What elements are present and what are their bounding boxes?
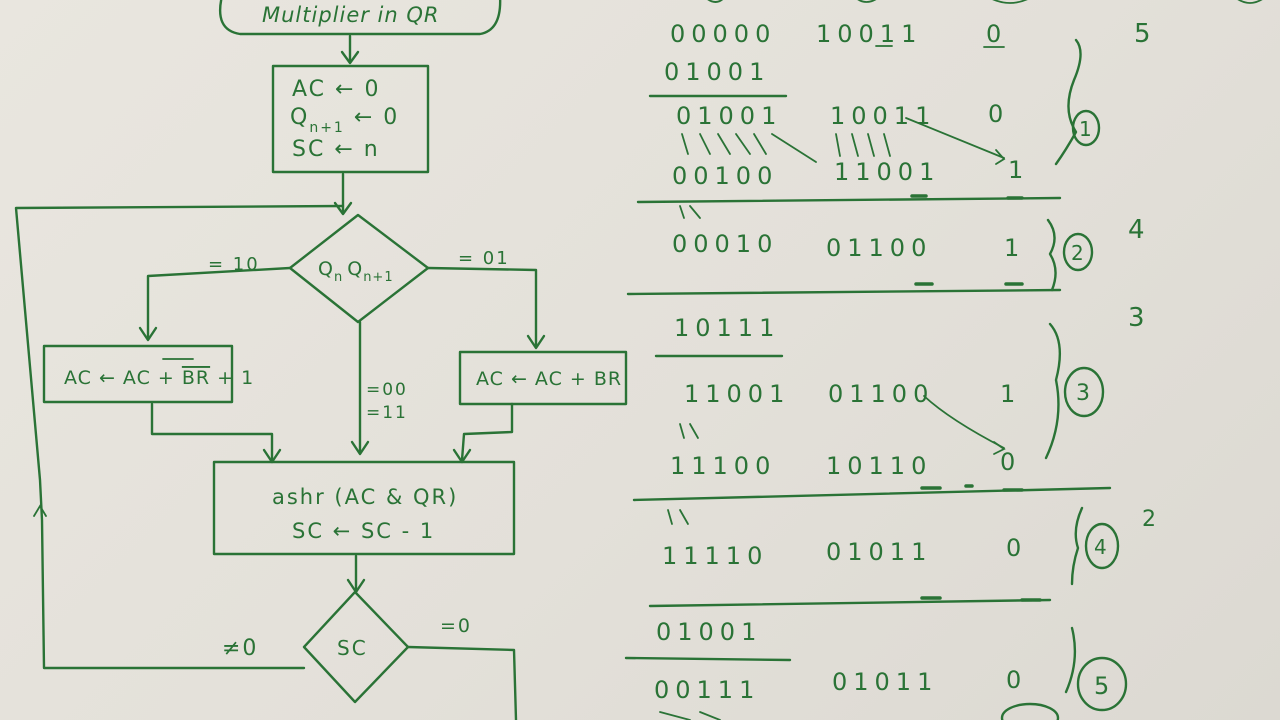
shift-box: [212, 460, 516, 556]
trace-row-0-qr: 10011: [816, 20, 922, 48]
trace-row-8-ac: 11110: [662, 542, 768, 570]
trace-row-4-qn1: 1: [1004, 234, 1025, 262]
subtract-label: AC ← AC + BR + 1: [64, 367, 254, 389]
trace-row-0-qn1: 0: [986, 20, 1007, 48]
trace-row-3-ac: 00100: [672, 162, 778, 190]
trace-count-5: 5: [1134, 19, 1157, 49]
start-label: Multiplier in QR: [262, 3, 440, 27]
branch-label-00: =00: [366, 380, 408, 400]
trace-row-5-ac: 10111: [674, 314, 780, 342]
sc-label: SC: [337, 636, 368, 660]
sc-not-zero-label: ≠0: [222, 636, 258, 661]
trace-row-6-qn1: 1: [1000, 380, 1021, 408]
sc-zero-label: =0: [440, 615, 472, 637]
trace-row-6-ac: 11001: [684, 380, 790, 408]
trace-row-0-ac: 00000: [670, 20, 776, 48]
init-line-ac: AC ← 0: [292, 77, 380, 102]
trace-row-8-qr: 01011: [826, 538, 932, 566]
trace-row-9-ac: 01001: [656, 618, 762, 646]
step-marker-1: 1: [1079, 117, 1092, 141]
trace-count-2: 2: [1142, 507, 1162, 532]
trace-count-3: 3: [1128, 303, 1151, 333]
branch-label-11: =11: [366, 403, 408, 423]
init-line-sc: SC ← n: [292, 137, 380, 162]
shift-line1: ashr (AC & QR): [272, 485, 458, 509]
trace-row-3-qn1: 1: [1008, 156, 1029, 184]
trace-row-7-ac: 11100: [670, 452, 776, 480]
add-box: [458, 350, 628, 406]
step-marker-5: 5: [1094, 672, 1109, 700]
shift-line2: SC ← SC - 1: [292, 519, 435, 543]
step-marker-3: 3: [1076, 381, 1090, 406]
subtract-box: [42, 344, 234, 404]
trace-row-10-qr: 01011: [832, 668, 938, 696]
trace-count-4: 4: [1128, 215, 1151, 245]
trace-row-8-qn1: 0: [1006, 534, 1027, 562]
decision-qn-qn1: [288, 213, 430, 324]
trace-row-3-qr: 11001: [834, 158, 940, 186]
booth-trace: 00000 10011 0 5 01001 01001 10011 0 0010…: [624, 0, 1263, 720]
booth-flowchart: Multiplier in QR AC ← 0 Qn+1 ← 0 SC ← n …: [14, 0, 628, 720]
trace-row-2-qr: 10011: [830, 102, 936, 130]
trace-row-4-ac: 00010: [672, 230, 778, 258]
trace-row-2-qn1: 0: [988, 100, 1009, 128]
step-marker-4: 4: [1094, 535, 1107, 559]
trace-row-4-qr: 01100: [826, 234, 932, 262]
trace-row-10-ac: 00111: [654, 676, 760, 704]
trace-row-7-qr: 10110: [826, 452, 932, 480]
step-marker-2: 2: [1071, 241, 1084, 265]
trace-row-6-qr: 01100: [828, 380, 934, 408]
trace-row-10-qn1: 0: [1006, 666, 1027, 694]
trace-row-7-qn1: 0: [1000, 448, 1021, 476]
start-terminal: [218, 0, 502, 36]
add-label: AC ← AC + BR: [476, 368, 622, 390]
trace-row-2-ac: 01001: [676, 102, 782, 130]
decision-sc: [302, 590, 410, 704]
branch-label-10: = 10: [208, 254, 260, 275]
trace-row-1-ac: 01001: [664, 58, 770, 86]
branch-label-01: = 01: [458, 248, 510, 269]
init-box: [271, 64, 430, 174]
init-line-qn1: Qn+1 ← 0: [290, 105, 399, 136]
